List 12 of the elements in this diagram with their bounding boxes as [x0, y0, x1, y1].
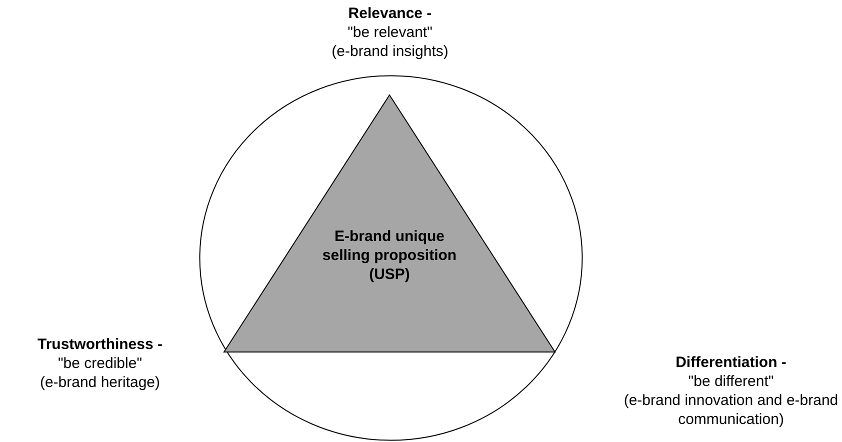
- usp-triangle: [224, 95, 555, 352]
- corner-text: (e-brand insights): [332, 42, 448, 61]
- corner-text: (e-brand heritage): [40, 373, 160, 392]
- corner-heading: Relevance -: [348, 4, 432, 23]
- triangle-label: E-brand unique selling proposition (USP): [321, 227, 458, 284]
- circle-outline: [199, 75, 583, 441]
- corner-heading: Trustworthiness -: [37, 335, 163, 354]
- corner-text: "be credible": [58, 354, 142, 373]
- corner-text: (e-brand innovation and e-brand communication): [622, 391, 840, 429]
- corner-text: "be different": [688, 372, 774, 391]
- corner-heading: Differentiation -: [676, 353, 786, 372]
- corner-text: "be relevant": [348, 23, 432, 42]
